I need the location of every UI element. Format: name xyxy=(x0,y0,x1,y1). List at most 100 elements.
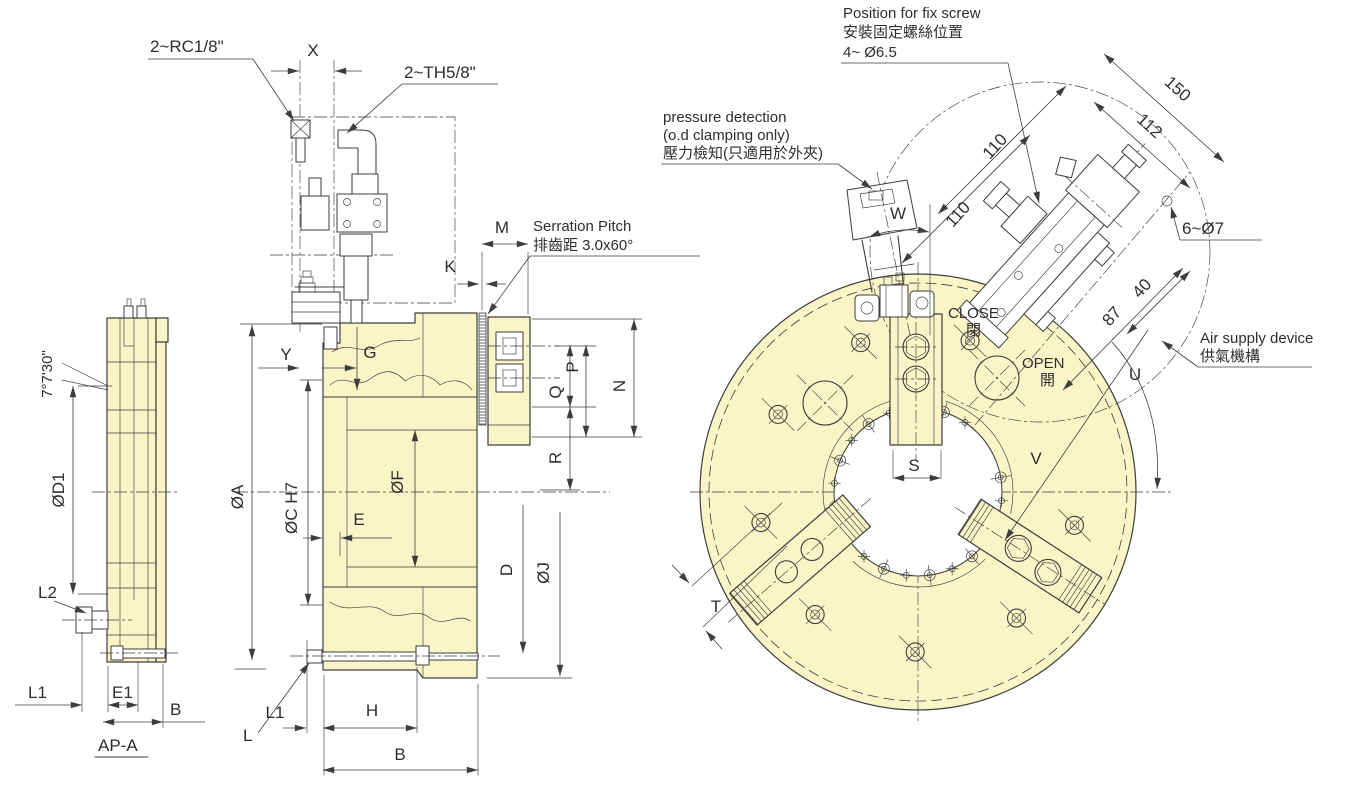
dim-label-k: K xyxy=(444,257,456,276)
dim-label-g: G xyxy=(363,343,376,362)
label-close-en: CLOSE xyxy=(948,305,999,322)
bore-ring-screw-icon xyxy=(865,421,872,427)
bore-ring-screw-icon xyxy=(881,565,887,572)
dim-label-n: N xyxy=(610,380,629,392)
label-open-en: OPEN xyxy=(1022,355,1065,372)
dim-label-dia-a: ØA xyxy=(228,484,247,509)
bore-ring-arc xyxy=(852,558,986,588)
dim-label-b-side: B xyxy=(170,700,181,719)
face-screw-icon xyxy=(773,409,783,420)
air-supply-device-boundary xyxy=(869,81,1211,423)
dim-label-dia-f: ØF xyxy=(388,470,407,494)
screw-centerline xyxy=(805,605,825,624)
screw-centerline xyxy=(862,415,875,433)
dim-label-150: 150 xyxy=(1161,72,1195,105)
dim-label-b-section: B xyxy=(394,745,405,764)
label-open-zh: 開 xyxy=(1040,372,1055,389)
dim-label-l1-section: L1 xyxy=(266,703,285,722)
note-serration-en: Serration Pitch xyxy=(533,218,631,235)
dim-label-u: U xyxy=(1129,365,1141,384)
label-close-zh: 閉 xyxy=(966,322,981,339)
note-pressure-1: pressure detection xyxy=(663,109,786,126)
dim-label-d: D xyxy=(497,564,516,576)
screw-centerline xyxy=(851,333,870,352)
bore-ring-arc xyxy=(945,400,1014,514)
note-6-holes: 6~Ø7 xyxy=(1182,219,1224,238)
jaw-serration xyxy=(730,592,759,625)
screw-centerline xyxy=(990,475,1011,480)
note-th-ports: 2~TH5/8" xyxy=(404,63,476,82)
note-pressure-2: (o.d clamping only) xyxy=(663,127,790,144)
bore-ring-screw-icon xyxy=(926,572,933,579)
dim-label-40: 40 xyxy=(1129,275,1156,302)
dim-label-x: X xyxy=(307,41,318,60)
face-screw-icon xyxy=(910,647,921,657)
bore-ring-arc xyxy=(822,400,891,514)
jaw-serration xyxy=(1069,571,1094,608)
face-screw-icon xyxy=(960,331,980,351)
face-screw-icon xyxy=(905,642,925,662)
dim-label-110-b: 110 xyxy=(942,198,974,231)
dim-label-v: V xyxy=(1030,449,1042,468)
face-screw-icon xyxy=(751,512,771,533)
dim-label-dia-c: ØC H7 xyxy=(282,482,301,534)
dim-label-e1: E1 xyxy=(112,683,133,702)
bore-ring-screw-icon xyxy=(994,471,1007,484)
dim-label-h: H xyxy=(366,701,378,720)
note-rc-ports: 2~RC1/8" xyxy=(150,37,224,56)
note-fix-screw-3: 4~ Ø6.5 xyxy=(843,44,897,61)
screw-centerline xyxy=(830,456,850,465)
jaw-serration xyxy=(1066,569,1090,605)
face-screw-icon xyxy=(768,404,788,424)
screw-centerline xyxy=(1007,608,1026,628)
face-screw-icon xyxy=(805,605,825,625)
dim-label-t: T xyxy=(711,597,721,616)
lower-left-jaw xyxy=(728,494,872,626)
note-pressure-3: 壓力檢知(只適用於外夾) xyxy=(663,144,823,162)
face-screw-icon xyxy=(810,609,820,620)
dim-label-w: W xyxy=(890,204,906,223)
face-screw-icon xyxy=(1064,515,1085,535)
dim-label-dia-j: ØJ xyxy=(534,562,553,584)
note-air-supply-2: 供氣機構 xyxy=(1200,348,1260,365)
dim-label-y: Y xyxy=(280,345,291,364)
section-view: 2~RC1/8" X 2~TH5/8" M K Serration Pitch … xyxy=(148,37,700,776)
note-fix-screw-2: 安裝固定螺絲位置 xyxy=(843,24,963,41)
dim-label-taper-angle: 7°7'30" xyxy=(39,350,56,398)
face-screw-icon xyxy=(756,517,766,528)
pressure-sensor xyxy=(846,171,935,336)
air-supply-assembly-section xyxy=(270,60,456,332)
face-screw-icon xyxy=(965,335,975,346)
dim-label-e: E xyxy=(353,510,364,529)
screw-centerline xyxy=(879,559,889,579)
face-screw-icon xyxy=(1006,608,1027,628)
dim-label-m: M xyxy=(495,218,509,237)
close-port-circle xyxy=(796,374,854,432)
face-screw-icon xyxy=(851,333,871,353)
front-view: 110 110 150 112 87 40 6~Ø7 W U V S T xyxy=(661,5,1313,722)
jaw-serration xyxy=(828,506,857,540)
face-screw-icon xyxy=(855,337,866,348)
jaw-serration xyxy=(825,509,854,543)
face-screw-icon xyxy=(1069,520,1080,531)
dim-label-112: 112 xyxy=(1133,110,1166,142)
bore-ring-screw-icon xyxy=(862,418,875,430)
note-fix-screw-1: Position for fix screw xyxy=(843,5,981,22)
dim-label-q: Q xyxy=(546,385,565,398)
dim-label-l: L xyxy=(243,726,252,745)
bore-ring-screw-icon xyxy=(966,550,978,563)
dim-label-s: S xyxy=(908,456,919,475)
open-port-circle xyxy=(968,349,1026,407)
screw-centerline xyxy=(960,331,980,351)
bore-ring-screw-icon xyxy=(923,569,936,582)
bore-ring-screw-icon xyxy=(878,562,890,575)
face-screw-icon xyxy=(1011,613,1022,623)
dim-label-d1: ØD1 xyxy=(49,473,68,508)
dim-label-r: R xyxy=(546,452,565,464)
view-title-ap-a: AP-A xyxy=(98,736,138,755)
screw-centerline xyxy=(927,564,932,586)
top-jaw xyxy=(889,300,943,460)
jaw-serration xyxy=(958,499,983,536)
